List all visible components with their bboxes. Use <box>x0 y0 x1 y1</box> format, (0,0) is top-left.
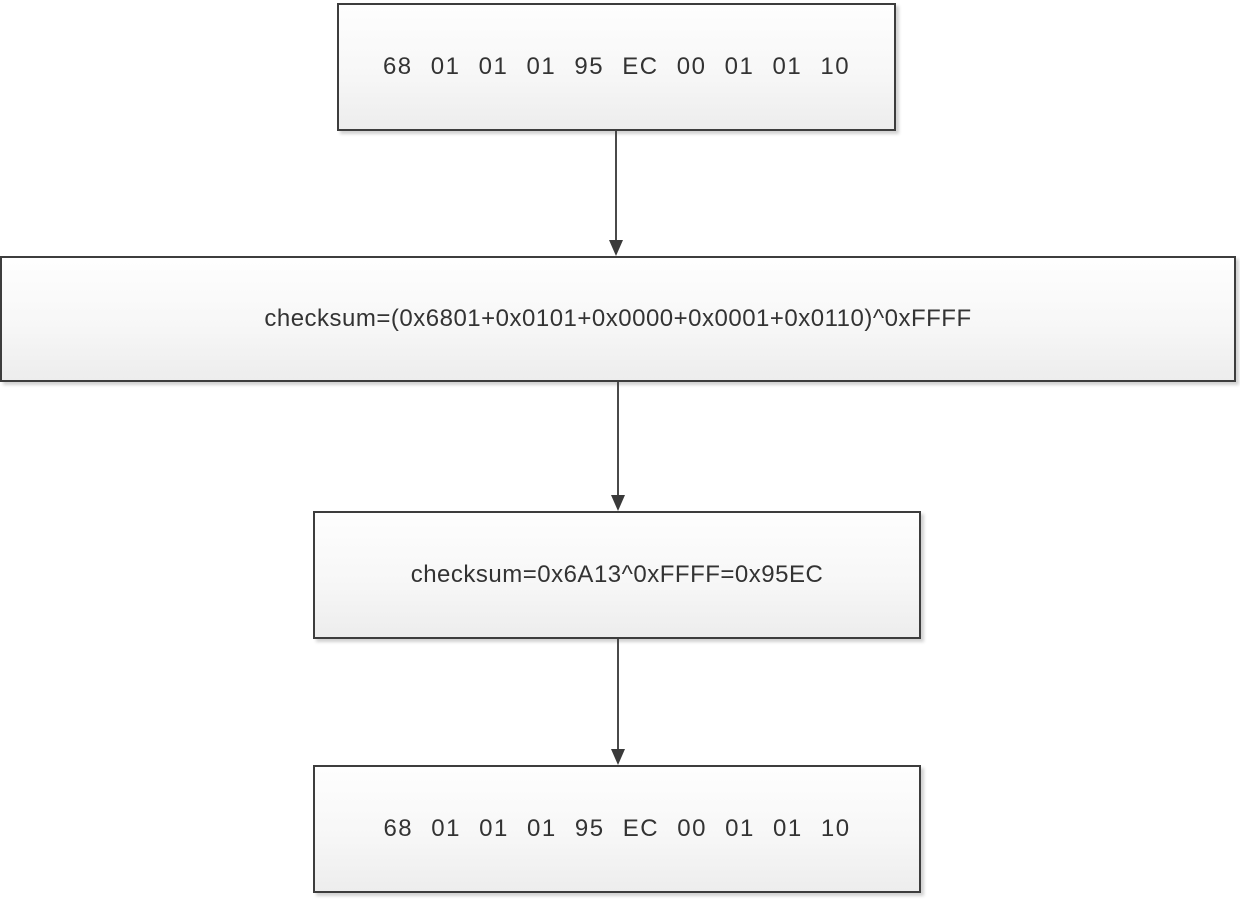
arrow-down-connector-2 <box>608 382 628 511</box>
arrow-down-connector-3 <box>608 639 628 765</box>
node-frame-bytes-output: 68 01 01 01 95 EC 00 01 01 10 <box>313 765 921 893</box>
checksum-formula-label: checksum=(0x6801+0x0101+0x0000+0x0001+0x… <box>264 305 972 332</box>
arrow-down-icon <box>609 131 623 256</box>
arrow-down-icon <box>611 639 625 765</box>
checksum-result-label: checksum=0x6A13^0xFFFF=0x95EC <box>410 561 824 588</box>
frame-bytes-output-label: 68 01 01 01 95 EC 00 01 01 10 <box>383 815 851 842</box>
frame-bytes-input-label: 68 01 01 01 95 EC 00 01 01 10 <box>382 53 851 80</box>
arrow-down-icon <box>611 382 625 511</box>
node-frame-bytes-input: 68 01 01 01 95 EC 00 01 01 10 <box>337 3 896 131</box>
node-checksum-formula: checksum=(0x6801+0x0101+0x0000+0x0001+0x… <box>0 256 1236 382</box>
arrow-down-connector-1 <box>606 131 626 256</box>
node-checksum-result: checksum=0x6A13^0xFFFF=0x95EC <box>313 511 921 639</box>
